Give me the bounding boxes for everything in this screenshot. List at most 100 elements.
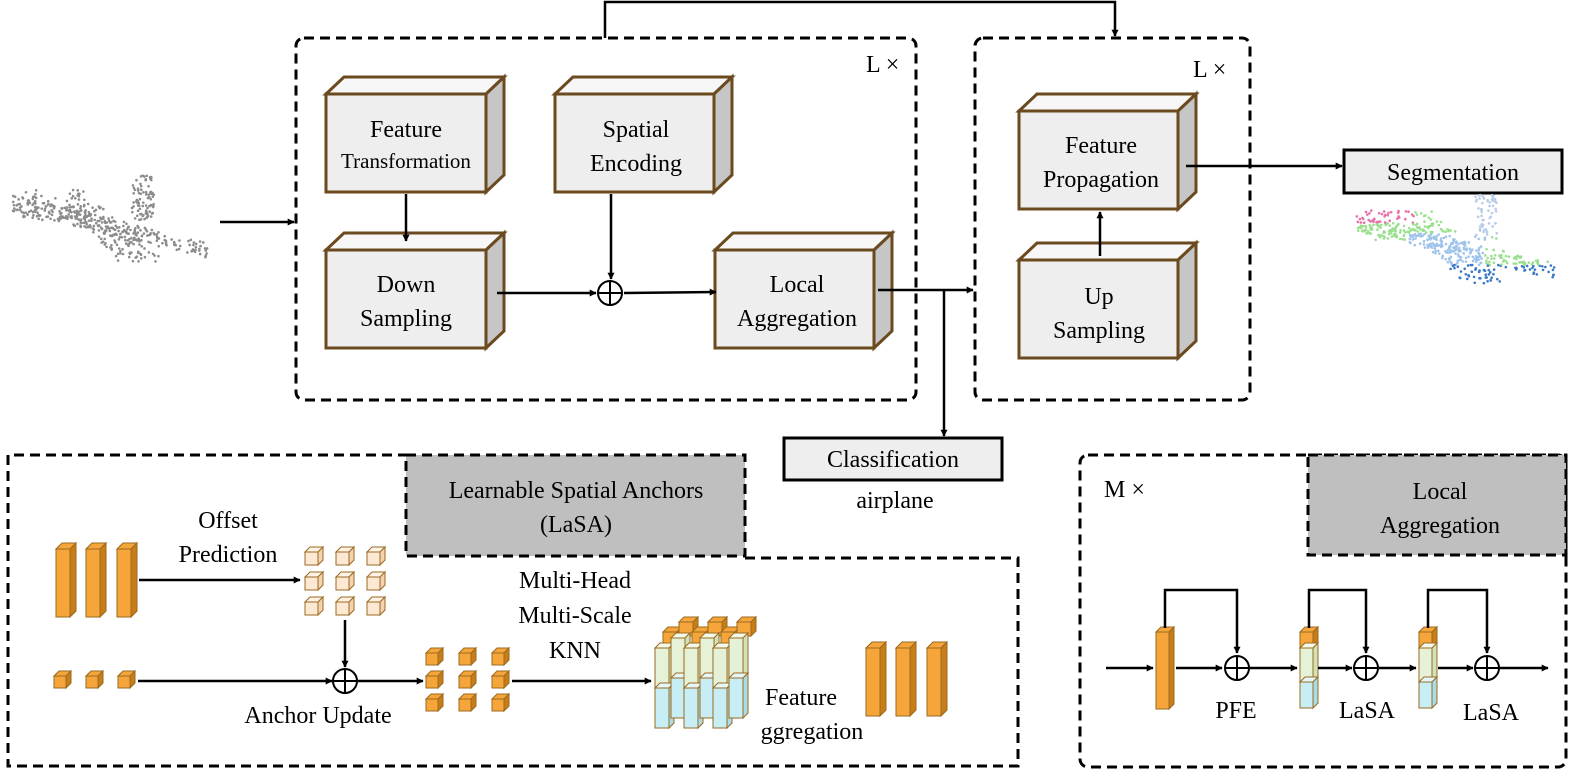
cloud-point <box>131 210 134 214</box>
cloud-point <box>76 194 79 197</box>
cloud-point <box>135 198 139 202</box>
cloud-point <box>118 235 122 239</box>
cloud-point <box>1492 261 1496 265</box>
cloud-point <box>1474 266 1478 270</box>
cloud-point <box>198 252 202 256</box>
offset-prediction-label-1: Offset <box>198 508 258 534</box>
cloud-point <box>20 210 24 214</box>
cloud-point <box>34 192 37 196</box>
cloud-point <box>97 219 101 223</box>
cloud-point <box>1361 230 1365 233</box>
cloud-point <box>111 233 114 237</box>
cloud-point <box>1483 238 1487 241</box>
cloud-point <box>40 194 43 198</box>
offset-cube <box>334 570 356 592</box>
cloud-point <box>1442 236 1446 240</box>
cloud-point <box>178 244 182 248</box>
cloud-point <box>1434 236 1437 240</box>
cloud-point <box>12 203 16 207</box>
cloud-point <box>1410 213 1414 216</box>
cloud-point <box>1468 247 1472 251</box>
cloud-point <box>1364 210 1368 214</box>
cloud-point <box>1387 211 1390 215</box>
cloud-point <box>1364 225 1368 229</box>
cloud-point <box>1397 222 1400 226</box>
cloud-point <box>1493 222 1497 225</box>
cloud-point <box>116 252 120 256</box>
cloud-point <box>1519 260 1523 264</box>
cloud-point <box>1404 217 1407 221</box>
cloud-point <box>1478 229 1482 232</box>
cloud-point <box>75 214 79 218</box>
cloud-point <box>199 244 202 248</box>
cloud-point <box>1441 254 1445 258</box>
cloud-point <box>1497 263 1500 267</box>
cloud-point <box>135 178 138 182</box>
feature-transformation-label-1: Feature <box>370 117 442 143</box>
cloud-point <box>24 191 28 194</box>
cloud-point <box>146 206 149 210</box>
cloud-point <box>1489 279 1492 282</box>
classification-box: Classification <box>782 436 1004 482</box>
cloud-point <box>1413 234 1417 237</box>
cloud-point <box>1472 275 1476 279</box>
cloud-point <box>1448 246 1451 250</box>
cloud-point <box>190 249 193 253</box>
cloud-point <box>1404 210 1408 213</box>
cloud-point <box>1477 248 1480 252</box>
cloud-point <box>141 214 145 217</box>
cloud-point <box>31 197 35 201</box>
cloud-point <box>1474 195 1477 199</box>
cloud-point <box>198 240 202 243</box>
cloud-point <box>1408 240 1412 244</box>
cloud-point <box>142 232 146 235</box>
cloud-point <box>1370 228 1374 231</box>
lasa-feature-bar <box>1417 625 1439 710</box>
cloud-point <box>170 238 173 241</box>
cloud-point <box>1398 231 1402 234</box>
cloud-point <box>1477 263 1481 267</box>
cloud-point <box>1446 248 1450 252</box>
cloud-point <box>194 242 198 246</box>
cloud-point <box>137 260 140 263</box>
cloud-point <box>131 259 135 263</box>
cloud-point <box>72 205 75 209</box>
feature-transformation-block: Feature Transformation <box>322 73 508 196</box>
cloud-point <box>131 184 135 187</box>
cloud-point <box>1393 232 1397 236</box>
cloud-point <box>145 174 148 178</box>
cloud-point <box>1493 198 1497 201</box>
cloud-point <box>1368 232 1372 235</box>
cloud-point <box>177 247 181 251</box>
cloud-point <box>1369 209 1373 212</box>
cloud-point <box>161 241 164 245</box>
local-aggregation-label-1: Local <box>770 272 825 298</box>
cloud-point <box>13 207 16 210</box>
cloud-point <box>108 227 111 230</box>
cloud-point <box>1444 230 1448 234</box>
feature-propagation-label-1: Feature <box>1065 133 1137 159</box>
cloud-point <box>1368 223 1372 227</box>
offset-cube <box>334 595 356 617</box>
cloud-point <box>1449 229 1452 232</box>
cloud-point <box>45 215 48 219</box>
cloud-point <box>1384 223 1387 226</box>
cloud-point <box>1359 221 1363 224</box>
cloud-point <box>49 217 52 221</box>
cloud-point <box>1485 259 1488 262</box>
cloud-point <box>1498 280 1501 283</box>
cloud-point <box>42 201 46 205</box>
cloud-point <box>1361 224 1365 228</box>
feature-propagation-block: Feature Propagation <box>1015 90 1200 213</box>
cloud-point <box>1388 219 1392 223</box>
cloud-point <box>1414 210 1417 214</box>
cloud-point <box>86 202 90 206</box>
cloud-point <box>99 216 102 219</box>
stage-label-pfe: PFE <box>1215 698 1256 724</box>
cloud-point <box>100 227 104 231</box>
knn-neighbor-block <box>653 641 676 690</box>
offset-cube <box>303 595 325 617</box>
spatial-encoding-label-1: Spatial <box>603 117 670 143</box>
cloud-point <box>1391 221 1395 225</box>
cloud-point <box>104 221 107 225</box>
